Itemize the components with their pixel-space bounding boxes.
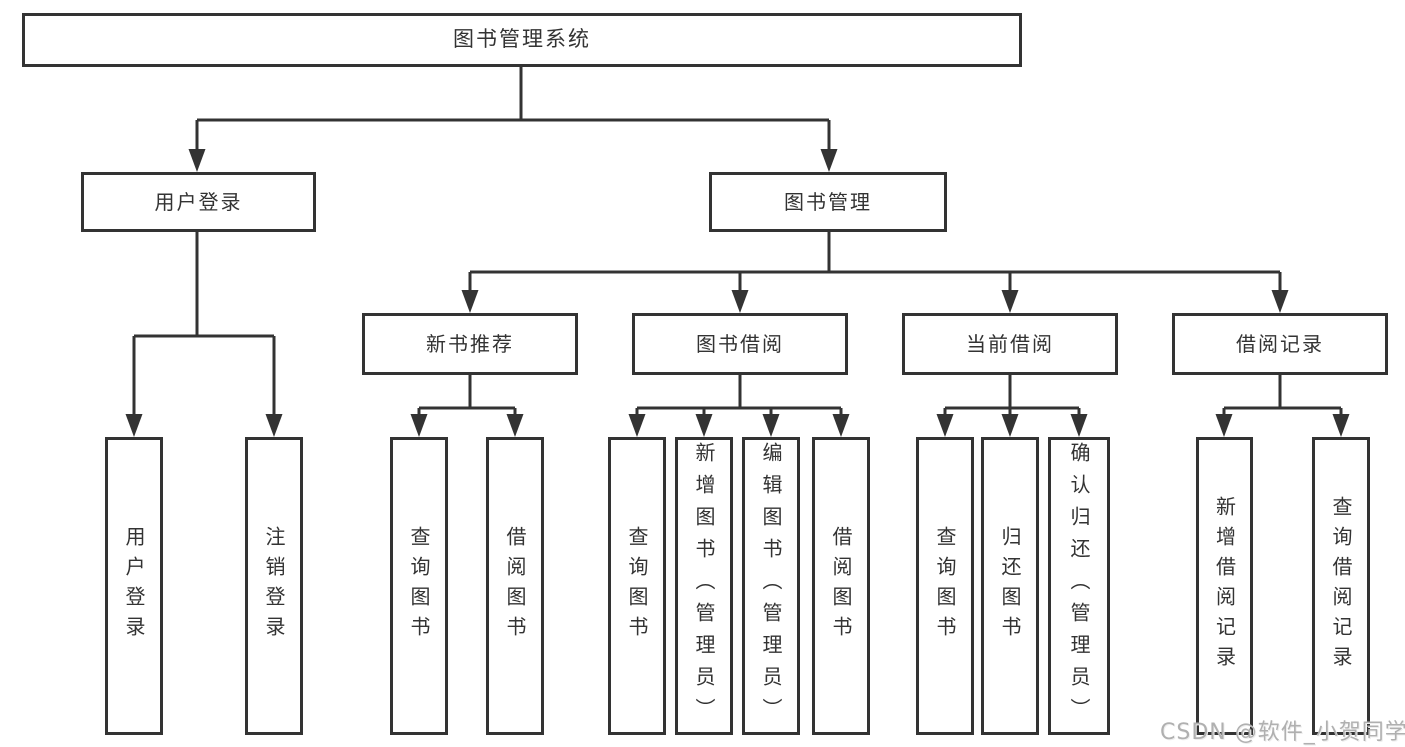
connector-current-borrow-to-leaves (936, 375, 1088, 437)
connector-book-borrow-to-leaves (628, 375, 850, 437)
node-borrow-records: 借阅记录 (1172, 313, 1388, 375)
node-leaf-return-books: 归还图书 (981, 437, 1039, 735)
connector-new-book-rec-to-leaves (410, 375, 524, 437)
connector-root-to-level2 (188, 66, 838, 172)
node-book-borrow: 图书借阅 (632, 313, 848, 375)
node-leaf-user-login: 用户登录 (105, 437, 163, 735)
node-leaf-query-books-2: 查询图书 (608, 437, 666, 735)
node-leaf-borrow-books-1: 借阅图书 (486, 437, 544, 735)
node-leaf-add-borrow-record: 新增借阅记录 (1196, 437, 1253, 735)
node-leaf-query-books-3: 查询图书 (916, 437, 974, 735)
node-leaf-query-borrow-record: 查询借阅记录 (1312, 437, 1370, 735)
node-book-management: 图书管理 (709, 172, 947, 232)
node-leaf-edit-books-admin: 编辑图书（管理员） (742, 437, 800, 735)
node-leaf-borrow-books-2: 借阅图书 (812, 437, 870, 735)
node-leaf-add-books-admin: 新增图书（管理员） (675, 437, 733, 735)
csdn-watermark: CSDN @软件_小贺同学 (1160, 720, 1405, 745)
node-current-borrow: 当前借阅 (902, 313, 1118, 375)
connector-book-mgmt-to-level3 (461, 232, 1289, 313)
node-leaf-confirm-return-admin: 确认归还（管理员） (1048, 437, 1110, 735)
node-leaf-query-books-1: 查询图书 (390, 437, 448, 735)
node-library-system: 图书管理系统 (22, 13, 1022, 67)
node-new-book-recommend: 新书推荐 (362, 313, 578, 375)
connector-user-login-to-leaves (125, 232, 283, 437)
node-leaf-logout: 注销登录 (245, 437, 303, 735)
connector-borrow-records-to-leaves (1215, 375, 1350, 437)
node-user-login: 用户登录 (81, 172, 316, 232)
